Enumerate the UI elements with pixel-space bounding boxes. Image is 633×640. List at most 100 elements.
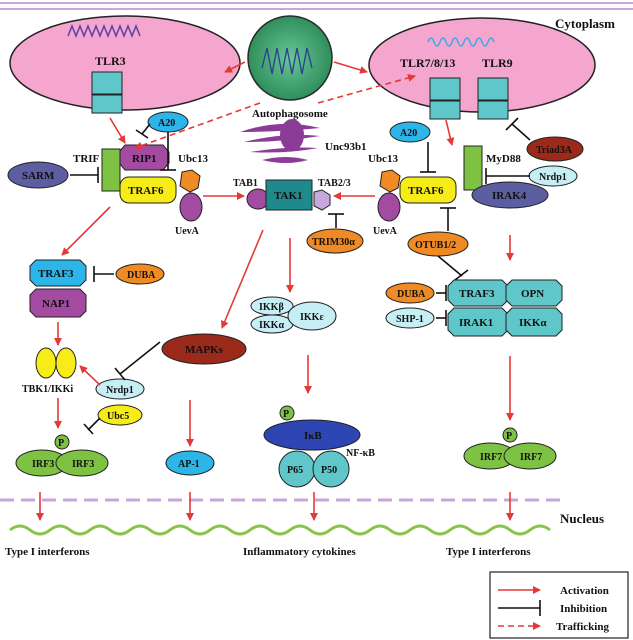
irf3-p-label: P [58,438,64,449]
legend-trafficking: Trafficking [556,621,609,633]
nap1 [29,288,87,318]
ikka-right-label: IKKα [519,317,547,329]
tab23-label: TAB2/3 [318,178,351,189]
rip1-label: RIP1 [132,153,156,165]
irf7-b [503,442,557,470]
trafficking-arrows [134,74,416,150]
tlr7-domain-top [429,77,461,101]
traf3-left [29,259,87,287]
dna-strand [9,524,551,536]
opn-label: OPN [521,288,544,300]
autophagosome-label: Autophagosome [252,108,328,120]
ueva-left [179,192,203,222]
p50-label: P50 [321,465,337,476]
tlr3-domain-bottom [91,94,123,114]
irf3-b [55,449,109,477]
otub-label: OTUB1/2 [415,240,456,251]
ikke [287,301,337,331]
p65-label: P65 [287,465,303,476]
a20-left-label: A20 [158,118,175,129]
myd88 [463,145,483,191]
shp1-label: SHP-1 [396,314,424,325]
duba-right-label: DUBA [397,289,426,300]
traf6-right-label: TRAF6 [408,185,444,197]
output-inflammatory-cytokines: Inflammatory cytokines [243,546,356,558]
trif [101,148,121,192]
output-type1-ifn-left: Type I interferons [5,546,90,558]
shp1 [385,307,435,329]
duba-right [385,282,435,304]
irf7-b-label: IRF7 [520,452,542,463]
nfkb-label: NF-κB [346,448,375,459]
legend-activation: Activation [560,585,609,597]
traf6-left [119,176,177,204]
sarm [7,161,69,189]
nrdp1-left [95,378,145,400]
legend: Activation Inhibition Trafficking [489,571,629,639]
tbk1-a [35,347,57,379]
duba-left [115,263,165,285]
ap1 [165,450,215,476]
tlr7813-label: TLR7/8/13 [400,56,455,70]
irf7-phospho [502,427,518,443]
trim30-label: TRIM30α [312,237,355,248]
tlr9-label: TLR9 [482,56,513,70]
autophagosome-cargo-icon [261,47,313,75]
irak4 [471,181,549,209]
nrdp1-right-label: Nrdp1 [539,172,567,183]
traf6-left-label: TRAF6 [128,185,164,197]
tlr3-domain-top [91,71,123,95]
ikka-right [505,307,563,337]
irak1 [447,307,509,337]
trim30a [306,228,364,254]
ubc13-right-label: Ubc13 [368,153,398,165]
irf7-a-label: IRF7 [480,452,502,463]
ikke-label: IKKε [300,312,324,323]
traf6-right [399,176,457,204]
sarm-label: SARM [22,170,55,182]
ikb [263,419,361,451]
opn [505,279,563,307]
tab23 [313,189,331,211]
myd88-label: MyD88 [486,153,521,165]
unc93b1-label: Unc93b1 [325,141,367,153]
ap1-label: AP-1 [178,459,200,470]
tak1-label: TAK1 [274,190,303,202]
output-type1-ifn-right: Type I interferons [446,546,531,558]
irf3-b-label: IRF3 [72,459,94,470]
irak1-label: IRAK1 [459,317,493,329]
triad3a-label: Triad3A [536,145,573,156]
ueva-right-label: UevA [373,226,398,237]
tbk1-label: TBK1/IKKi [22,384,73,395]
irak4-label: IRAK4 [492,190,527,202]
ikb-label: IκB [304,430,322,442]
trif-label: TRIF [73,153,100,165]
mapks [161,333,247,365]
irf7-p-label: P [506,431,512,442]
ubc13-right [379,169,401,193]
tlr9-domain-top [477,77,509,101]
irf3-phospho [54,434,70,450]
tbk1-b [55,347,77,379]
tlr3-endosome [9,15,241,111]
ikkb-label: IKKβ [259,302,284,313]
ubc5 [97,404,143,426]
dsrna-icon [67,23,141,39]
legend-inhibition: Inhibition [560,603,607,615]
ikka-center-label: IKKα [259,320,284,331]
nrdp1-left-label: Nrdp1 [106,385,134,396]
tab1-label: TAB1 [233,178,258,189]
inhibition-lines [70,117,531,435]
a20-right [389,121,431,143]
nucleus-label: Nucleus [560,511,604,526]
ubc5-label: Ubc5 [107,411,129,422]
unc93b1-icon [240,119,320,163]
tlr7-domain-bottom [429,100,461,120]
cytoplasm-label: Cytoplasm [555,16,615,31]
traf3-left-label: TRAF3 [38,268,74,280]
cytoplasm-membrane [0,2,633,10]
ikb-phospho [279,405,295,421]
ubc13-left-label: Ubc13 [178,153,208,165]
ueva-right [377,192,401,222]
